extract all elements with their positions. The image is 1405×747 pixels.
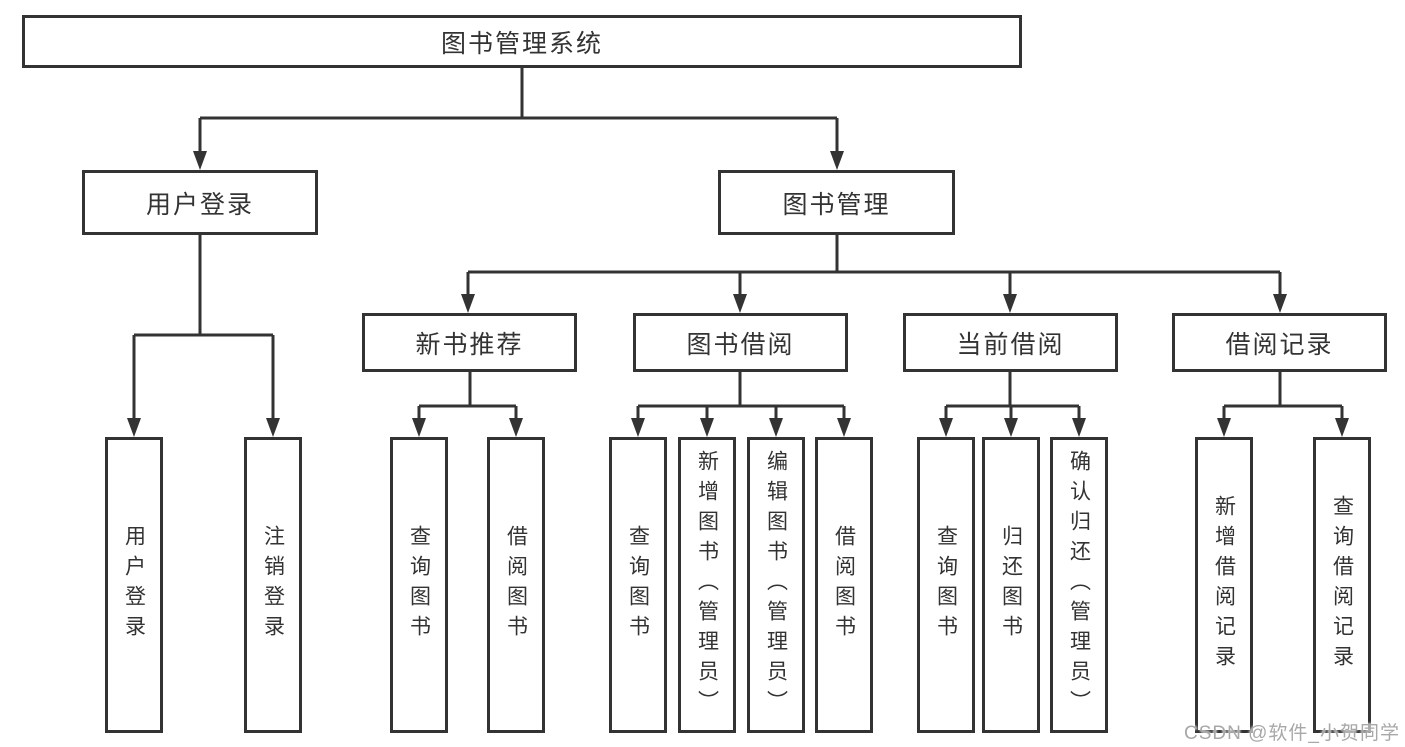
leaf-edit-books-admin-label: 编辑图书（管理员） [764, 450, 788, 720]
leaf-query-books-borrowing: 查询图书 [609, 437, 667, 733]
leaf-query-books-borrowing-label: 查询图书 [626, 525, 650, 645]
leaf-borrow-books-borrowing-label: 借阅图书 [832, 525, 856, 645]
leaf-add-borrow-record-label: 新增借阅记录 [1212, 495, 1236, 675]
leaf-user-login-label: 用户登录 [122, 525, 146, 645]
leaf-confirm-return-admin: 确认归还（管理员） [1050, 437, 1108, 733]
leaf-borrow-books-recommend-label: 借阅图书 [504, 525, 528, 645]
leaf-add-books-admin-label: 新增图书（管理员） [695, 450, 719, 720]
node-book-borrowing: 图书借阅 [633, 313, 848, 372]
node-new-book-recommend: 新书推荐 [362, 313, 577, 372]
leaf-query-books-recommend: 查询图书 [390, 437, 448, 733]
leaf-confirm-return-admin-label: 确认归还（管理员） [1067, 450, 1091, 720]
leaf-logout-login: 注销登录 [244, 437, 302, 733]
csdn-watermark: CSDN @软件_小贺同学 [1184, 723, 1400, 744]
leaf-return-books-label: 归还图书 [999, 525, 1023, 645]
node-current-borrowing: 当前借阅 [903, 313, 1118, 372]
leaf-return-books: 归还图书 [982, 437, 1040, 733]
leaf-query-borrow-record: 查询借阅记录 [1313, 437, 1371, 733]
leaf-borrow-books-borrowing: 借阅图书 [815, 437, 873, 733]
leaf-logout-login-label: 注销登录 [261, 525, 285, 645]
leaf-query-books-recommend-label: 查询图书 [407, 525, 431, 645]
node-book-management-branch: 图书管理 [718, 170, 955, 235]
leaf-add-borrow-record: 新增借阅记录 [1195, 437, 1253, 733]
node-user-login-branch: 用户登录 [82, 170, 318, 235]
leaf-query-borrow-record-label: 查询借阅记录 [1330, 495, 1354, 675]
leaf-edit-books-admin: 编辑图书（管理员） [747, 437, 805, 733]
leaf-add-books-admin: 新增图书（管理员） [678, 437, 736, 733]
leaf-borrow-books-recommend: 借阅图书 [487, 437, 545, 733]
leaf-user-login: 用户登录 [105, 437, 163, 733]
leaf-query-books-current-label: 查询图书 [934, 525, 958, 645]
leaf-query-books-current: 查询图书 [917, 437, 975, 733]
node-library-system: 图书管理系统 [22, 15, 1022, 68]
node-borrowing-records: 借阅记录 [1172, 313, 1387, 372]
